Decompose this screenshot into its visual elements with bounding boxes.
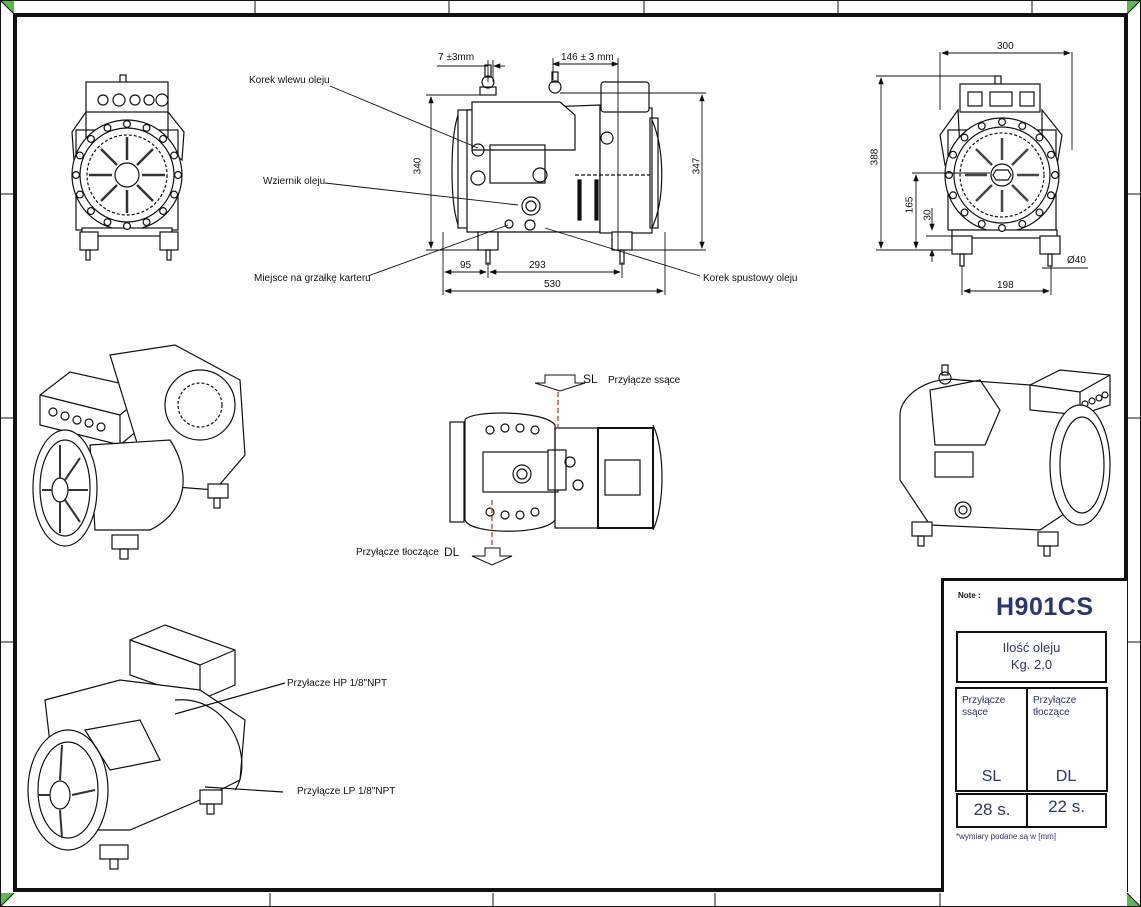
flange-bolt (142, 123, 151, 132)
iso-view-bottom (27, 624, 286, 870)
title-block: Note : H901CS Ilość oleju Kg. 2,0 Przyłą… (941, 578, 1127, 892)
callout-oil-drain-plug: Korek spustowy oleju (703, 273, 798, 284)
flange-bolt (949, 150, 958, 159)
flange-bolt (75, 151, 84, 160)
discharge-code: DL (444, 545, 460, 559)
flange-bolt (1035, 133, 1044, 142)
dim-side-foot-height: 30 (922, 209, 934, 221)
flange-bolt (960, 208, 969, 217)
units-footnote: *wymiary podane są w [mm] (956, 832, 1057, 841)
flange-bolt (170, 190, 179, 199)
flange-bolt (949, 191, 958, 200)
front-view-dimensions (324, 58, 706, 295)
dim-foot-spacing: 293 (529, 260, 546, 271)
discharge-connection-cell: Przyłącze tłoczące DL (1028, 689, 1104, 790)
top-view-compressor (449, 412, 663, 532)
flange-bolt (997, 117, 1006, 126)
suction-connection-subtitle: ssące (962, 707, 989, 718)
oil-quantity-box: Ilość oleju Kg. 2,0 (956, 631, 1107, 683)
suction-code: SL (583, 372, 598, 386)
model-number: H901CS (996, 593, 1094, 621)
front-view-compressor (451, 64, 663, 265)
flange-bolt (103, 123, 112, 132)
flange-bolt (1050, 171, 1059, 180)
dim-foot-offset: 95 (460, 260, 472, 271)
dim-side-total-height: 388 (869, 148, 881, 166)
hp-port-label: Przyłacze HP 1/8"NPT (287, 678, 388, 689)
suction-arrow-icon (534, 374, 586, 392)
dim-overall-length: 530 (544, 279, 561, 290)
side-view-dimensions (876, 50, 1088, 295)
oil-quantity-value: Kg. 2,0 (1010, 657, 1053, 672)
end-view-motor (71, 74, 185, 261)
discharge-size: 22 s. (1048, 797, 1085, 816)
flange-bolt (960, 133, 969, 142)
suction-connection-code: SL (981, 768, 1002, 785)
discharge-connection-title: Przyłącze (1033, 695, 1077, 706)
suction-connection-cell: Przyłącze ssące SL (957, 689, 1028, 790)
flange-bolt (122, 222, 131, 231)
discharge-arrow-icon (471, 547, 513, 566)
flange-bolt (170, 151, 179, 160)
suction-label: Przyłącze ssące (608, 375, 681, 386)
flange-bolt (75, 190, 84, 199)
connection-sizes-box: 28 s. 22 s. (956, 793, 1107, 828)
dim-side-foot-spacing: 198 (997, 280, 1014, 291)
flange-bolt (122, 119, 131, 128)
flange-bolt (1046, 150, 1055, 159)
dim-side-width: 300 (997, 41, 1014, 52)
connections-box: Przyłącze ssące SL Przyłącze tłoczące DL (955, 687, 1108, 792)
flange-bolt (977, 219, 986, 228)
flange-bolt (159, 207, 168, 216)
flange-bolt (977, 122, 986, 131)
flange-bolt (86, 207, 95, 216)
oil-quantity-title: Ilość oleju (1002, 640, 1061, 655)
flange-bolt (159, 134, 168, 143)
top-view-connection-markers (471, 374, 586, 566)
dim-side-foot-diameter: Ø40 (1067, 255, 1086, 266)
flange-bolt (174, 171, 183, 180)
lp-port-label: Przyłącze LP 1/8"NPT (297, 786, 396, 797)
suction-size: 28 s. (958, 795, 1028, 826)
note-label: Note : (958, 591, 981, 600)
side-view-compressor (939, 75, 1063, 267)
iso-view-right (899, 364, 1111, 557)
flange-bolt (1018, 219, 1027, 228)
flange-bolt (103, 218, 112, 227)
iso-view-left (32, 344, 246, 560)
discharge-connection-code: DL (1055, 768, 1077, 785)
flange-bolt (71, 171, 80, 180)
discharge-connection-subtitle: tłoczące (1033, 707, 1070, 718)
discharge-label: Przyłącze tłoczące (356, 547, 439, 558)
flange-bolt (1046, 191, 1055, 200)
dim-center-offset: 146 ± 3 mm (561, 52, 614, 63)
flange-bolt (1035, 208, 1044, 217)
inner-frame (13, 13, 1128, 892)
flange-bolt (997, 224, 1006, 233)
flange-bolt (1018, 122, 1027, 131)
suction-connection-title: Przyłącze (962, 695, 1006, 706)
dim-height-right: 347 (691, 157, 703, 175)
flange-bolt (142, 218, 151, 227)
flange-bolt (86, 134, 95, 143)
callout-crankcase-heater: Miejsce na grzałkę karteru (254, 273, 371, 284)
callout-oil-fill-plug: Korek wlewu oleju (249, 75, 330, 86)
dim-height-left: 340 (412, 157, 424, 175)
callout-oil-sight-glass: Wziernik oleju (263, 176, 326, 187)
dim-fill-offset: 7 ±3mm (438, 52, 475, 63)
dim-side-shaft-height: 165 (904, 196, 916, 214)
